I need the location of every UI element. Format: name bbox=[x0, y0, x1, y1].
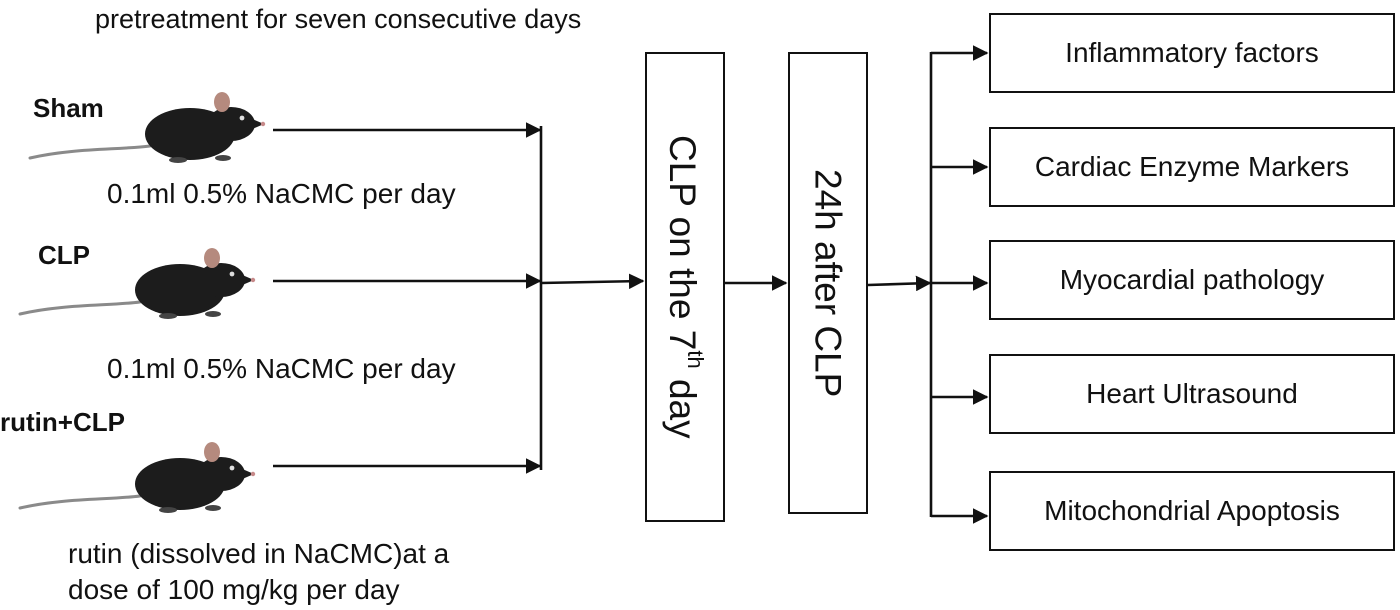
timepoint-step-label: 24h after CLP bbox=[807, 168, 849, 398]
mouse-icon bbox=[28, 92, 266, 163]
mouse-icon bbox=[18, 248, 256, 319]
outcome-box-mitochondrial-apoptosis: Mitochondrial Apoptosis bbox=[989, 471, 1395, 551]
surgery-step-box: CLP on the 7th day bbox=[645, 52, 725, 522]
outcome-box-cardiac-enzyme-markers: Cardiac Enzyme Markers bbox=[989, 127, 1395, 207]
outcome-box-myocardial-pathology: Myocardial pathology bbox=[989, 240, 1395, 320]
title: pretreatment for seven consecutive days bbox=[95, 4, 582, 34]
dose-text-rutin-line-2: dose of 100 mg/kg per day bbox=[68, 574, 400, 605]
outcome-label: Mitochondrial Apoptosis bbox=[1044, 495, 1340, 526]
arrow-to-outcomes bbox=[867, 275, 932, 292]
outcome-label: Inflammatory factors bbox=[1065, 37, 1319, 68]
outcome-label: Myocardial pathology bbox=[1059, 264, 1325, 295]
surgery-step-label: CLP on the 7th day bbox=[661, 135, 709, 439]
outcome-box-inflammatory-factors: Inflammatory factors bbox=[989, 13, 1395, 93]
dose-text-rutin-line-1: rutin (dissolved in NaCMC)at a bbox=[68, 538, 450, 569]
outcome-label: Cardiac Enzyme Markers bbox=[1034, 151, 1350, 182]
dose-text-sham: 0.1ml 0.5% NaCMC per day bbox=[107, 178, 456, 209]
outcome-box-heart-ultrasound: Heart Ultrasound bbox=[989, 354, 1395, 434]
dose-text-clp: 0.1ml 0.5% NaCMC per day bbox=[107, 353, 456, 384]
mouse-icon bbox=[18, 442, 256, 513]
outcome-label: Heart Ultrasound bbox=[1086, 378, 1298, 409]
group-label-sham: Sham bbox=[33, 93, 104, 123]
arrow-to-surgery bbox=[540, 273, 645, 290]
timepoint-step-box: 24h after CLP bbox=[788, 52, 868, 514]
group-label-clp: CLP bbox=[38, 240, 90, 270]
group-label-rutin-clp: rutin+CLP bbox=[0, 407, 125, 437]
